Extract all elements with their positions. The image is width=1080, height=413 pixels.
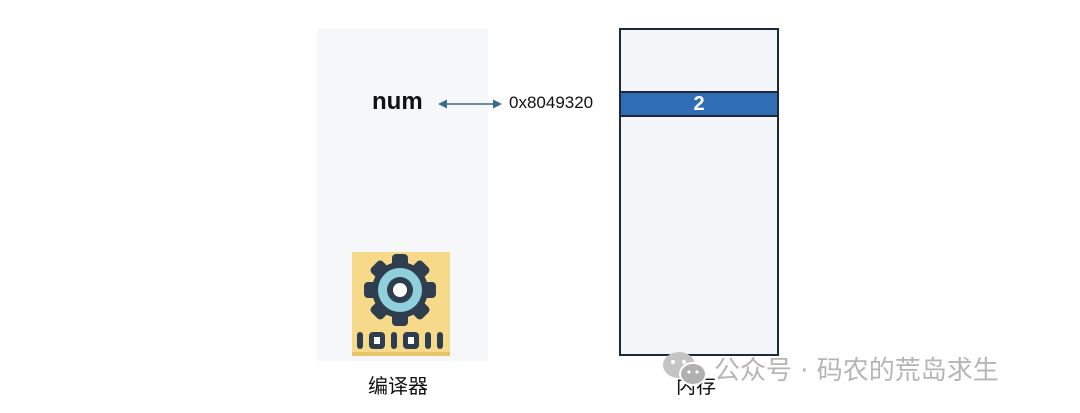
memory-box (619, 28, 779, 356)
watermark: 公众号 · 码农的荒岛求生 (662, 350, 999, 387)
watermark-text: 公众号 · 码农的荒岛求生 (714, 356, 999, 386)
memory-address: 0x8049320 (509, 93, 594, 112)
double-arrow-icon (438, 99, 502, 109)
compiler-label: 编译器 (368, 374, 428, 398)
variable-name: num (372, 88, 423, 115)
memory-cell: 2 (619, 91, 779, 117)
wechat-icon (663, 351, 707, 386)
compiler-gear-icon (352, 252, 450, 356)
